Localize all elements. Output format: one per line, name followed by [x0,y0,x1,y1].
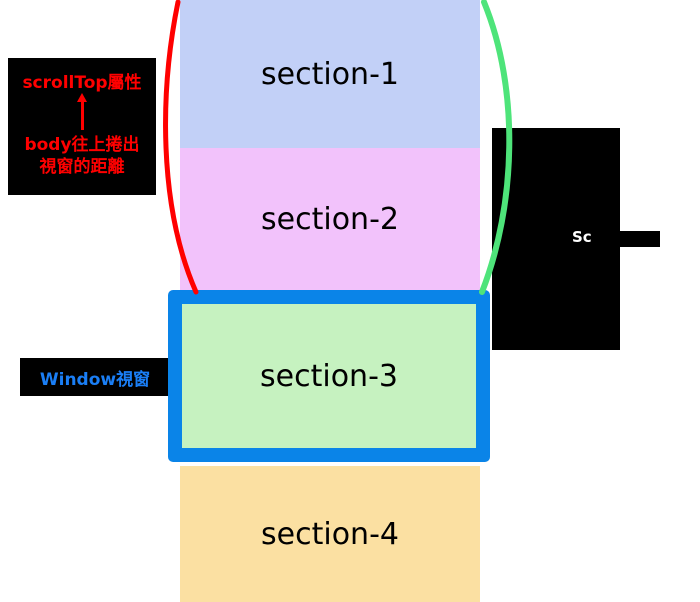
scrollheight-note-label: Sc [572,228,592,246]
section-3-label: section-3 [260,358,398,394]
section-4-label: section-4 [261,516,399,552]
section-1-label: section-1 [261,56,399,92]
section-3-block: section-3 [182,304,476,448]
scrolltop-note-line1: body往上捲出 [24,135,140,155]
section-2-label: section-2 [261,201,399,237]
window-viewport-frame: section-3 [168,290,490,462]
section-2-block: section-2 [180,148,480,290]
scrolltop-note-line2: 視窗的距離 [39,157,125,177]
window-viewport-label: Window視窗 [20,358,170,396]
scrollheight-note-bar [568,231,660,247]
section-1-block: section-1 [180,0,480,148]
scrolltop-note-box: scrollTop屬性 body往上捲出 視窗的距離 [8,58,156,195]
scrolltop-note-title: scrollTop屬性 [22,73,142,93]
window-viewport-label-text: Window視窗 [39,369,151,390]
up-arrow-icon [76,93,87,130]
section-4-block: section-4 [180,466,480,602]
